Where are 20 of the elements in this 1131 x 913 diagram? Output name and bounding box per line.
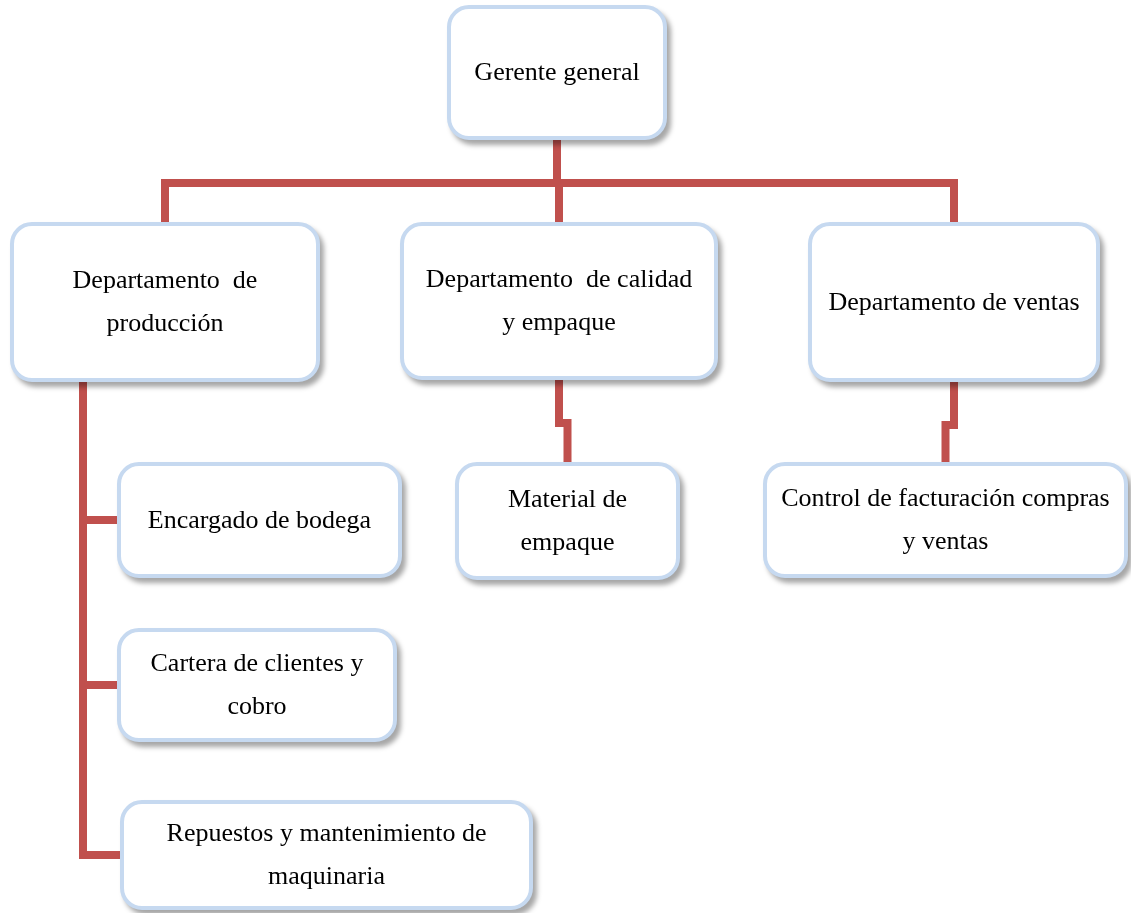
box-label: Control de facturación compras y ventas — [781, 482, 1110, 557]
box-label: Repuestos y mantenimiento de maquinaria — [165, 817, 488, 892]
box-label: Cartera de clientes y cobro — [149, 647, 365, 722]
connector-line — [555, 380, 572, 462]
box-label: Departamento de producción — [71, 264, 259, 339]
connector-line — [941, 382, 958, 462]
org-box — [117, 628, 397, 742]
org-box — [120, 800, 533, 910]
box-label: Departamento de calidad y empaque — [424, 263, 694, 338]
org-box — [763, 462, 1128, 578]
box-label: Material de empaque — [506, 483, 629, 558]
box-label: Departamento de ventas — [828, 285, 1080, 318]
org-box — [400, 222, 718, 380]
org-box — [447, 5, 667, 140]
org-box — [117, 462, 402, 578]
org-box — [455, 462, 680, 580]
org-box — [808, 222, 1100, 382]
box-label: Encargado de bodega — [147, 503, 372, 536]
org-box — [10, 222, 320, 382]
box-label: Gerente general — [474, 56, 640, 89]
